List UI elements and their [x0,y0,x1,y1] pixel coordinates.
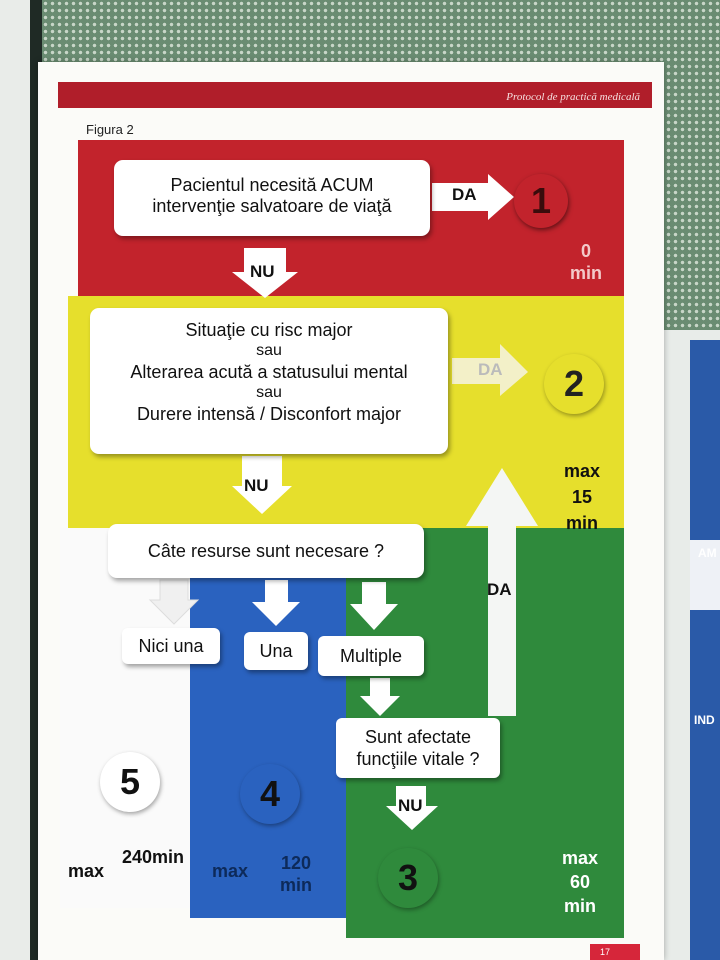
adjacent-poster-blue [690,340,720,960]
adjacent-poster-text-1: AM [698,546,717,560]
arrow-multiple [350,582,398,630]
adjacent-poster-blue-2 [690,700,720,790]
level-2-time-unit: min [565,513,598,533]
question-major-risk: Situaţie cu risc major sau Alterarea acu… [90,308,448,454]
question-major-risk-or-2: sau [256,384,282,401]
yes-label-vital: DA [487,580,512,599]
no-label-2: NU [244,476,269,495]
level-3-time-unit: min [563,896,596,916]
option-multiple: Multiple [318,636,424,676]
level-5-badge: 5 [100,752,160,812]
level-1-time-unit: min [569,263,602,283]
question-life-saving-line2: intervenţie salvatoare de viaţă [152,196,392,216]
level-1-badge: 1 [514,174,568,228]
arrow-yes-1 [432,174,514,220]
yes-label-1: DA [452,185,477,204]
question-major-risk-line5: Durere intensă / Disconfort major [136,404,402,424]
arrow-yes-up [466,468,538,716]
page-number: 17 [600,947,611,957]
question-vital-line1: Sunt afectate [364,727,472,747]
level-1-time-value: 0 [580,241,591,261]
level-3-time-prefix: max [561,848,599,868]
no-label-1: NU [250,262,275,281]
question-major-risk-line1: Situaţie cu risc major [185,320,353,340]
level-2-time-prefix: max [563,461,601,481]
question-vital-line2: funcţiile vitale ? [356,749,480,769]
arrow-no-1 [232,248,298,298]
question-major-risk-or-1: sau [256,342,282,359]
arrow-yes-2 [452,344,528,396]
no-label-vital: NU [398,796,423,815]
level-5-time: 240min [122,847,185,867]
level-4-time: 120 min [274,852,318,896]
adjacent-poster-text-2: IND [694,713,715,727]
arrow-none [148,579,200,625]
arrow-no-vital [386,786,438,830]
option-none: Nici una [122,628,220,664]
arrow-no-2 [232,456,292,514]
question-life-saving-line1: Pacientul necesită ACUM [170,175,374,195]
level-4-time-value: 120 [280,853,312,873]
question-resources: Câte resurse sunt necesare ? [108,524,424,578]
yes-label-2: DA [478,360,503,379]
level-5-time-prefix: max [68,861,105,881]
question-vital-functions: Sunt afectate funcţiile vitale ? [336,718,500,778]
level-3-badge: 3 [378,848,438,908]
level-2-time-value: 15 [571,487,593,507]
question-major-risk-line3: Alterarea acută a statusului mental [130,362,408,382]
arrow-to-vital [360,678,400,716]
level-2-badge: 2 [544,354,604,414]
header-bar [58,82,652,108]
level-1-time: 0 min [566,240,606,284]
protocol-title: Protocol de practică medicală [506,91,640,103]
level-4-time-unit: min [279,875,312,895]
page-number-strip [590,944,640,960]
level-3-time-value: 60 [569,872,591,892]
level-4-time-prefix: max [212,861,249,881]
level-4-badge: 4 [240,764,300,824]
level-3-time: max 60 min [550,846,610,918]
adjacent-poster-white [690,540,720,610]
option-one: Una [244,632,308,670]
arrow-one [252,580,300,626]
question-life-saving: Pacientul necesită ACUM intervenţie salv… [114,160,430,236]
figure-label: Figura 2 [86,122,134,137]
level-2-time: max 15 min [554,458,610,536]
